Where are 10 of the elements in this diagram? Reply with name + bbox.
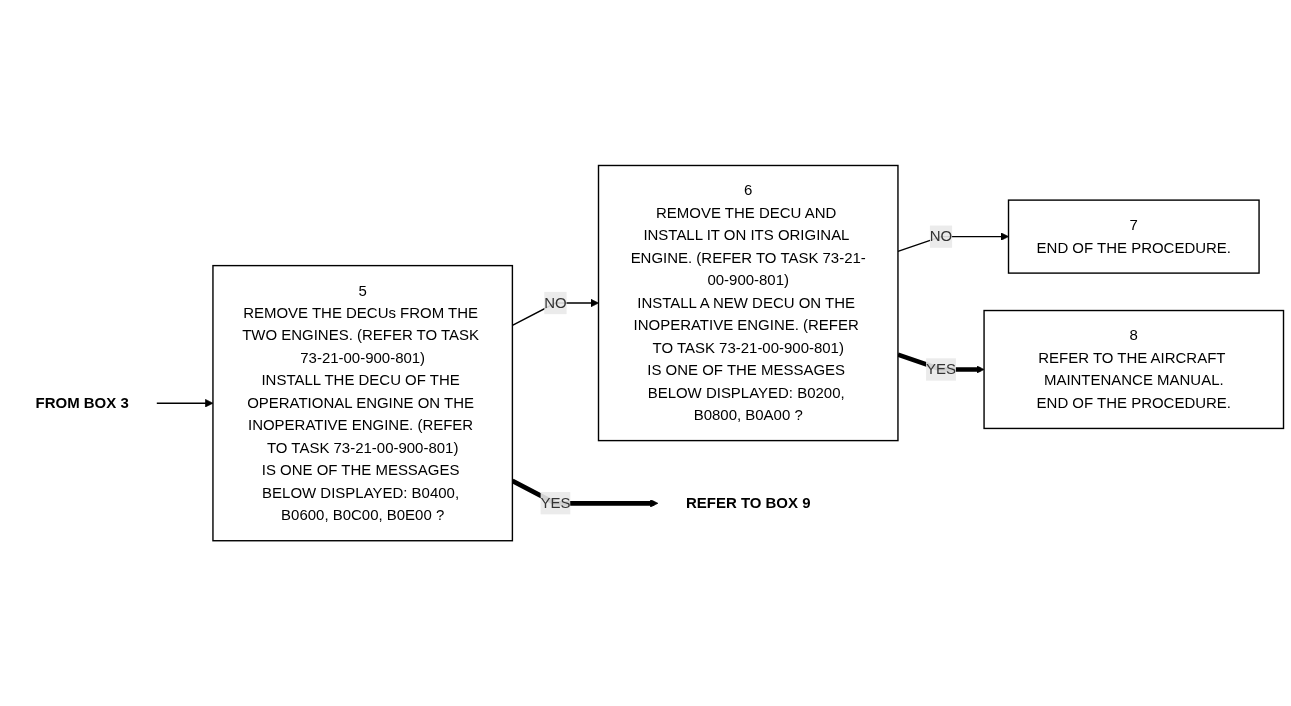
edge-label: NO	[929, 228, 953, 244]
node-box: 6 REMOVE THE DECU AND INSTALL IT ON ITS ORIGINAL ENGINE. (REFER TO TASK 73-21-00-900-801) INSTALL A NEW DECU ON THE INOPERATIVE ENGINE. (REFER TO TASK 73-21-00-900-801) IS ONE OF THE MESSAGES BELOW DISPLAYED: B0200, B0800, B0A00 ?	[597, 164, 899, 442]
node-box: 8 REFER TO THE AIRCRAFT MAINTENANCE MANUAL. END OF THE PROCEDURE.	[983, 309, 1285, 430]
node-text: REFER TO BOX 9	[685, 494, 811, 511]
edge-label: YES	[540, 494, 571, 511]
node-box: 7 END OF THE PROCEDURE.	[1007, 199, 1260, 274]
edge-label: YES	[926, 360, 956, 377]
edge-label: NO	[544, 294, 567, 311]
node-box: 5 REMOVE THE DECUs FROM THE TWO ENGINES. (REFER TO TASK 73-21-00-900-801) INSTALL THE DECU OF THE OPERATIONAL ENGINE ON THE INOPERATIVE ENGINE. (REFER TO TASK 73-21-00-900-801) IS ONE OF THE MESSAGES BELOW DISPLAYED: B0400, B0600, B0C00, B0E00 ?	[212, 264, 514, 542]
node-text: FROM BOX 3	[35, 394, 129, 411]
